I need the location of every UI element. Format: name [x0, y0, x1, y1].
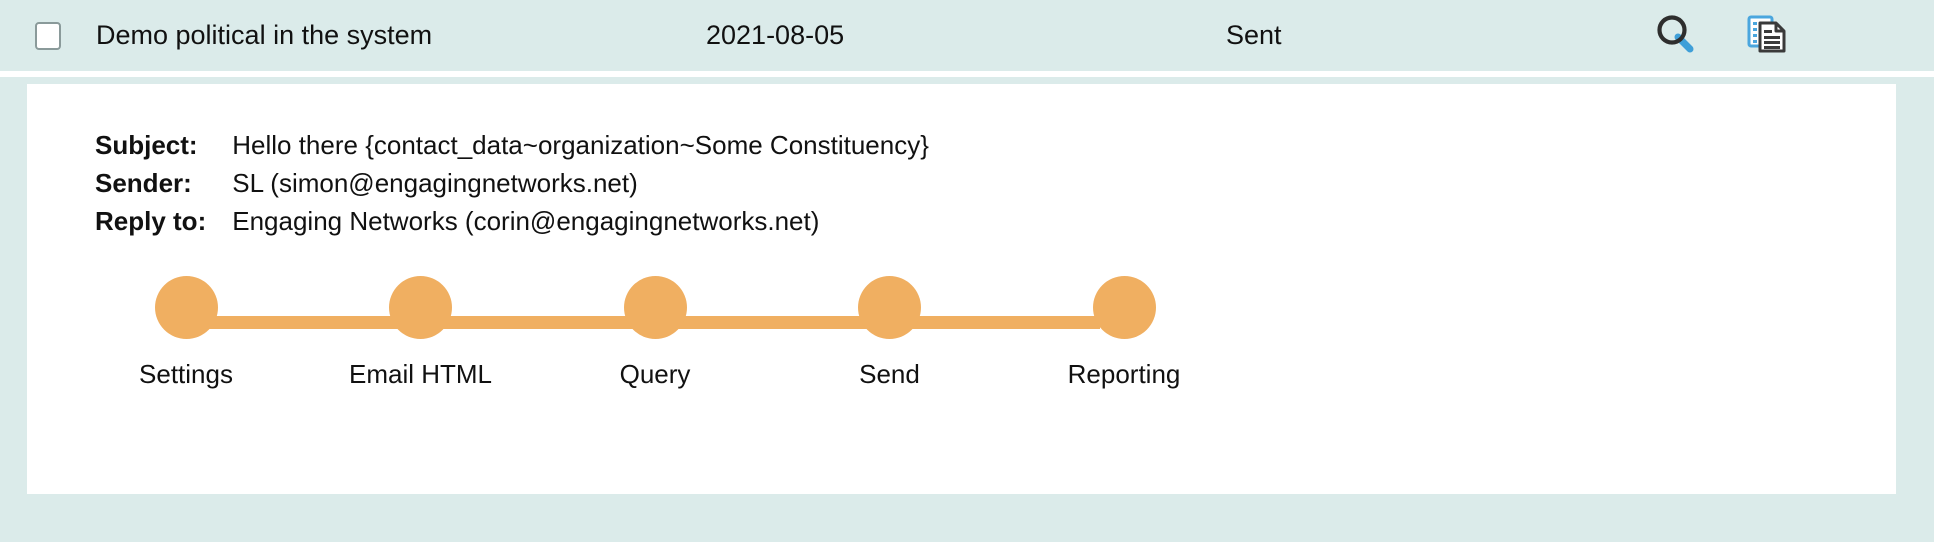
subject-label: Subject:: [95, 130, 198, 160]
duplicate-document-icon: [1743, 11, 1789, 60]
reply-to-value: Engaging Networks (corin@engagingnetwork…: [232, 206, 820, 236]
stepper-step-settings[interactable]: Settings: [95, 276, 277, 390]
campaign-progress-stepper: Settings Email HTML Query Send Reporting: [95, 276, 1215, 394]
subject-value: Hello there {contact_data~organization~S…: [232, 130, 929, 160]
stepper-step-email-html[interactable]: Email HTML: [330, 276, 512, 390]
reply-to-label: Reply to:: [95, 206, 207, 236]
meta-row-subject: Subject: Hello there {contact_data~organ…: [95, 126, 929, 164]
stepper-step-send[interactable]: Send: [799, 276, 981, 390]
step-label-email-html: Email HTML: [348, 359, 492, 389]
meta-row-reply-to: Reply to: Engaging Networks (corin@engag…: [95, 202, 929, 240]
campaign-date: 2021-08-05: [706, 20, 845, 50]
row-select-checkbox[interactable]: [35, 21, 61, 50]
row-actions: [1646, 12, 1934, 60]
campaign-meta-table: Subject: Hello there {contact_data~organ…: [95, 126, 929, 240]
campaign-summary-row[interactable]: Demo political in the system 2021-08-05 …: [0, 0, 1934, 71]
step-dot-settings[interactable]: [154, 276, 218, 339]
detail-card-wrapper: Subject: Hello there {contact_data~organ…: [0, 77, 1934, 528]
step-label-reporting: Reporting: [1067, 359, 1181, 389]
campaign-detail-card: Subject: Hello there {contact_data~organ…: [27, 84, 1896, 494]
step-dot-email-html[interactable]: [389, 276, 452, 339]
sender-label: Sender:: [95, 168, 192, 198]
stepper-step-query[interactable]: Query: [564, 276, 746, 390]
meta-row-sender: Sender: SL (simon@engagingnetworks.net): [95, 164, 929, 202]
step-dot-query[interactable]: [623, 276, 687, 339]
campaign-name: Demo political in the system: [96, 20, 433, 50]
stepper-step-reporting[interactable]: Reporting: [1033, 276, 1215, 390]
step-label-settings: Settings: [139, 359, 233, 389]
step-label-query: Query: [619, 359, 691, 389]
stepper-steps: Settings Email HTML Query Send Reporting: [95, 276, 1215, 394]
step-dot-reporting[interactable]: [1092, 276, 1156, 339]
step-dot-send[interactable]: [858, 276, 921, 339]
row-checkbox-cell: [0, 21, 96, 50]
search-icon: [1654, 12, 1698, 59]
step-label-send: Send: [859, 359, 920, 389]
sender-value: SL (simon@engagingnetworks.net): [232, 168, 638, 198]
row-divider: [0, 71, 1934, 77]
duplicate-button[interactable]: [1742, 12, 1790, 60]
campaign-status: Sent: [1226, 20, 1282, 50]
preview-button[interactable]: [1652, 12, 1700, 60]
